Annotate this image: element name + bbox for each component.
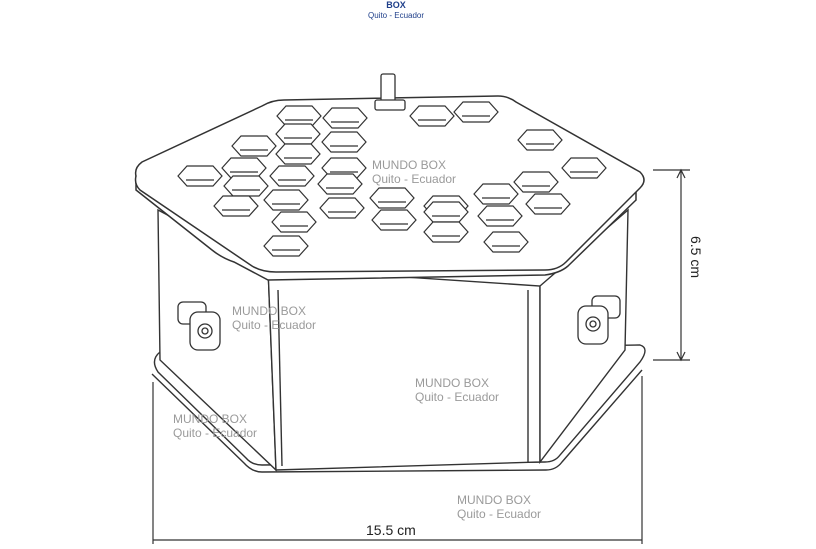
hinge-left (177, 301, 221, 351)
watermark-title: MUNDO BOX (415, 376, 490, 390)
watermark-base-left: MUNDO BOX Quito - Ecuador (173, 412, 257, 441)
vent-hole (317, 173, 363, 195)
lid-handle (374, 73, 406, 111)
vent-hole (223, 175, 269, 197)
vent-hole (423, 221, 469, 243)
watermark-title: MUNDO BOX (372, 158, 447, 172)
dimension-lines (152, 168, 690, 544)
watermark-subtitle: Quito - Ecuador (372, 172, 457, 187)
vent-hole (561, 157, 607, 179)
watermark-title: MUNDO BOX (232, 304, 307, 318)
vent-hole (275, 143, 321, 165)
base-plate-bottom-edge (151, 369, 643, 473)
watermark-subtitle: Quito - Ecuador (415, 390, 500, 405)
vent-hole (213, 195, 259, 217)
watermark-left-wall: MUNDO BOX Quito - Ecuador (232, 304, 316, 333)
vent-hole (319, 197, 365, 219)
hinge-right (577, 295, 621, 345)
vent-hole (321, 131, 367, 153)
height-arrow-bottom (676, 351, 686, 362)
vent-hole (409, 105, 455, 127)
vent-hole (371, 209, 417, 231)
watermark-subtitle: Quito - Ecuador (232, 318, 317, 333)
vent-hole (473, 183, 519, 205)
vent-hole (275, 123, 321, 145)
watermark-front-wall: MUNDO BOX Quito - Ecuador (415, 376, 499, 405)
wall-front-inner-line (277, 289, 283, 467)
height-dimension-label: 6.5 cm (688, 236, 704, 279)
header-brand: BOX Quito - Ecuador (368, 0, 424, 20)
vent-hole (517, 129, 563, 151)
watermark-lid: MUNDO BOX Quito - Ecuador (372, 158, 456, 187)
lid-vents (177, 101, 607, 257)
vent-hole (525, 193, 571, 215)
vent-hole (276, 105, 322, 127)
wall-front (267, 267, 541, 471)
watermark-subtitle: Quito - Ecuador (457, 507, 542, 522)
vent-hole (322, 107, 368, 129)
vent-hole (477, 205, 523, 227)
header-brand-line: BOX (386, 0, 406, 10)
vent-hole (369, 187, 415, 209)
watermark-subtitle: Quito - Ecuador (173, 426, 258, 441)
vent-hole (453, 101, 499, 123)
watermark-base-right: MUNDO BOX Quito - Ecuador (457, 493, 541, 522)
vent-hole (177, 165, 223, 187)
vent-hole (513, 171, 559, 193)
vent-hole (269, 165, 315, 187)
vent-hole (231, 135, 277, 157)
vent-hole (271, 211, 317, 233)
vent-hole (263, 189, 309, 211)
width-dimension-label: 15.5 cm (366, 522, 416, 538)
vent-hole (483, 231, 529, 253)
vent-hole (263, 235, 309, 257)
vent-hole (423, 201, 469, 223)
vent-hole (221, 157, 267, 179)
height-arrow-top (676, 168, 686, 179)
watermark-title: MUNDO BOX (173, 412, 248, 426)
watermark-title: MUNDO BOX (457, 493, 532, 507)
header-location-line: Quito - Ecuador (368, 10, 425, 20)
